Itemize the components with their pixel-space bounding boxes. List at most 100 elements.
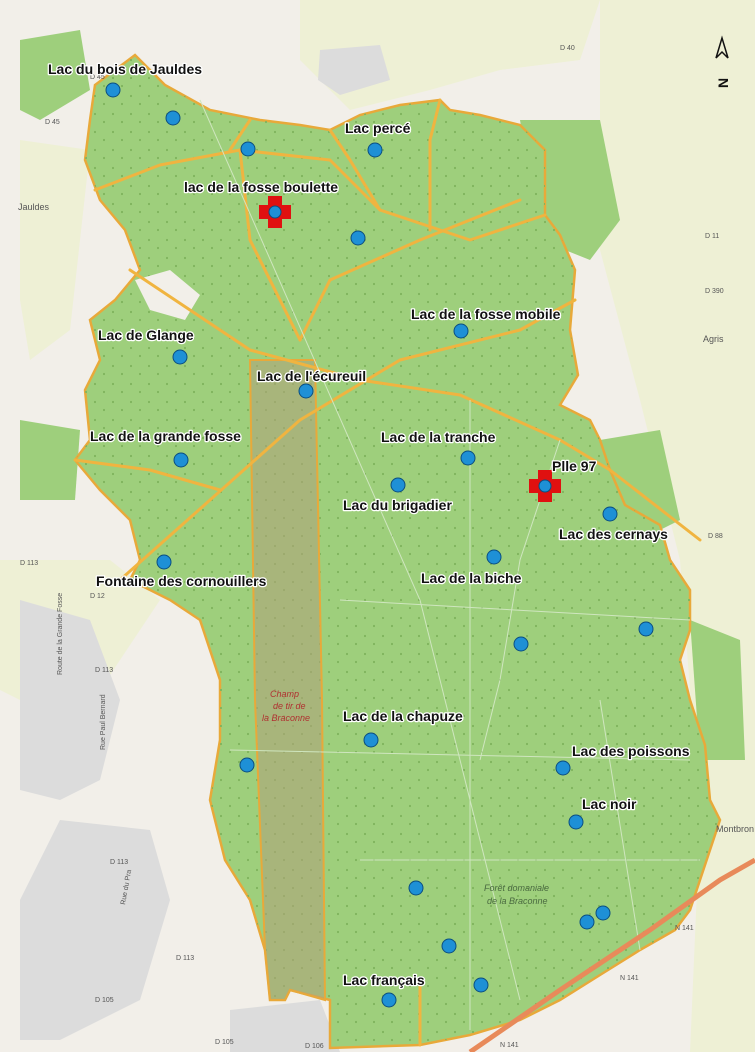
lake-marker-icon — [595, 905, 611, 921]
lake-marker-brigadier[interactable] — [390, 477, 406, 493]
lake-label: Plle 97 — [552, 458, 597, 474]
lake-marker-icon — [579, 914, 595, 930]
lake-marker-20[interactable] — [239, 757, 255, 773]
road-label: D 113 — [176, 955, 194, 962]
lake-marker-icon — [453, 323, 469, 339]
lake-marker-icon — [513, 636, 529, 652]
lake-marker-icon — [460, 450, 476, 466]
lake-marker-18[interactable] — [513, 636, 529, 652]
street-label: Rue Paul Bernard — [100, 694, 107, 750]
lake-marker-icon — [156, 554, 172, 570]
lake-label: Lac de la fosse mobile — [411, 306, 561, 322]
lake-marker-icon — [172, 349, 188, 365]
lake-marker-francais[interactable] — [381, 992, 397, 1008]
lake-label: lac de la fosse boulette — [184, 179, 338, 195]
lake-marker-icon — [105, 82, 121, 98]
lake-marker-grande-fosse[interactable] — [173, 452, 189, 468]
lake-marker-poissons[interactable] — [555, 760, 571, 776]
north-arrow-label: N — [715, 78, 731, 88]
range-name-line-1: Champ — [270, 689, 299, 699]
lake-marker-cernays[interactable] — [602, 506, 618, 522]
lake-marker-icon — [268, 205, 282, 219]
lake-label: Lac des cernays — [559, 526, 668, 542]
road-label: D 11 — [705, 233, 719, 240]
place-labels: Jauldes Agris Montbron — [18, 202, 754, 834]
lake-marker-fosse-mobile[interactable] — [453, 323, 469, 339]
lake-marker-icon — [473, 977, 489, 993]
lake-marker-biche[interactable] — [486, 549, 502, 565]
lake-marker-2[interactable] — [165, 110, 181, 126]
lake-marker-3[interactable] — [240, 141, 256, 157]
urban-layer — [20, 45, 390, 1052]
lake-marker-noir[interactable] — [568, 814, 584, 830]
road-label: D 105 — [95, 997, 114, 1004]
lake-marker-icon — [240, 141, 256, 157]
lake-label: Lac de la grande fosse — [90, 428, 241, 444]
road-label: D 88 — [708, 533, 723, 540]
lake-marker-plle-97[interactable] — [529, 470, 561, 502]
road-label: D 40 — [560, 45, 575, 52]
lake-marker-icon — [298, 383, 314, 399]
lake-marker-26[interactable] — [441, 938, 457, 954]
lake-marker-25[interactable] — [579, 914, 595, 930]
lake-labels: Lac du bois de Jauldes Lac percé lac de … — [47, 60, 691, 990]
street-label: Route de la Grande Fosse — [57, 593, 64, 675]
military-range — [248, 359, 327, 1002]
lake-marker-icon — [173, 452, 189, 468]
road-label: N 141 — [620, 975, 639, 982]
lake-markers — [105, 82, 654, 1008]
road-label: D 390 — [705, 288, 724, 295]
lake-label: Lac de la tranche — [381, 429, 496, 445]
north-arrow-icon: N — [715, 35, 731, 88]
lake-marker-bois-de-jauldes[interactable] — [105, 82, 121, 98]
lake-marker-23[interactable] — [408, 880, 424, 896]
lake-marker-icon — [568, 814, 584, 830]
place-label-montbron: Montbron — [716, 824, 754, 834]
trails-layer — [73, 98, 702, 1047]
road-label: D 113 — [110, 859, 128, 866]
road-label: N 141 — [500, 1042, 519, 1049]
lake-label: Lac de l'écureuil — [257, 368, 366, 384]
lake-marker-icon — [555, 760, 571, 776]
forest-texture — [75, 55, 720, 1048]
lake-marker-17[interactable] — [638, 621, 654, 637]
lake-marker-icon — [165, 110, 181, 126]
forest-name-line-2: de la Braconne — [487, 896, 548, 906]
lake-marker-glange[interactable] — [172, 349, 188, 365]
lake-label: Lac de la chapuze — [343, 708, 463, 724]
lake-marker-ecureuil[interactable] — [298, 383, 314, 399]
lake-label: Lac de la biche — [421, 570, 522, 586]
road-label: D 113 — [20, 560, 38, 567]
road-label: N 141 — [675, 925, 694, 932]
lake-label: Lac du brigadier — [343, 497, 452, 513]
lake-marker-icon — [638, 621, 654, 637]
road-label: D 45 — [45, 119, 60, 126]
road-labels: D 45 D 40 D 45 D 11 D 390 D 113 D 12 D 1… — [20, 45, 724, 1050]
lake-marker-cornouillers[interactable] — [156, 554, 172, 570]
lake-marker-tranche[interactable] — [460, 450, 476, 466]
range-name-line-2: de tir de — [273, 701, 306, 711]
lake-marker-5[interactable] — [350, 230, 366, 246]
lake-marker-chapuze[interactable] — [363, 732, 379, 748]
lake-marker-icon — [381, 992, 397, 1008]
range-name-line-3: la Braconne — [262, 713, 310, 723]
lake-marker-icon — [602, 506, 618, 522]
lake-marker-icon — [390, 477, 406, 493]
lake-marker-fosse-boulette[interactable] — [259, 196, 291, 228]
lake-marker-27[interactable] — [473, 977, 489, 993]
road-label: D 113 — [95, 667, 113, 674]
lake-marker-icon — [408, 880, 424, 896]
lake-marker-icon — [239, 757, 255, 773]
lake-marker-24[interactable] — [595, 905, 611, 921]
lake-marker-perce[interactable] — [367, 142, 383, 158]
lake-marker-icon — [367, 142, 383, 158]
lake-label: Lac noir — [582, 796, 637, 812]
lake-marker-icon — [538, 479, 552, 493]
road-label: D 45 — [90, 74, 105, 81]
place-label-jauldes: Jauldes — [18, 202, 50, 212]
lake-label: Lac des poissons — [572, 743, 690, 759]
lake-marker-icon — [441, 938, 457, 954]
road-label: D 12 — [90, 593, 105, 600]
lake-label: Lac français — [343, 972, 425, 988]
